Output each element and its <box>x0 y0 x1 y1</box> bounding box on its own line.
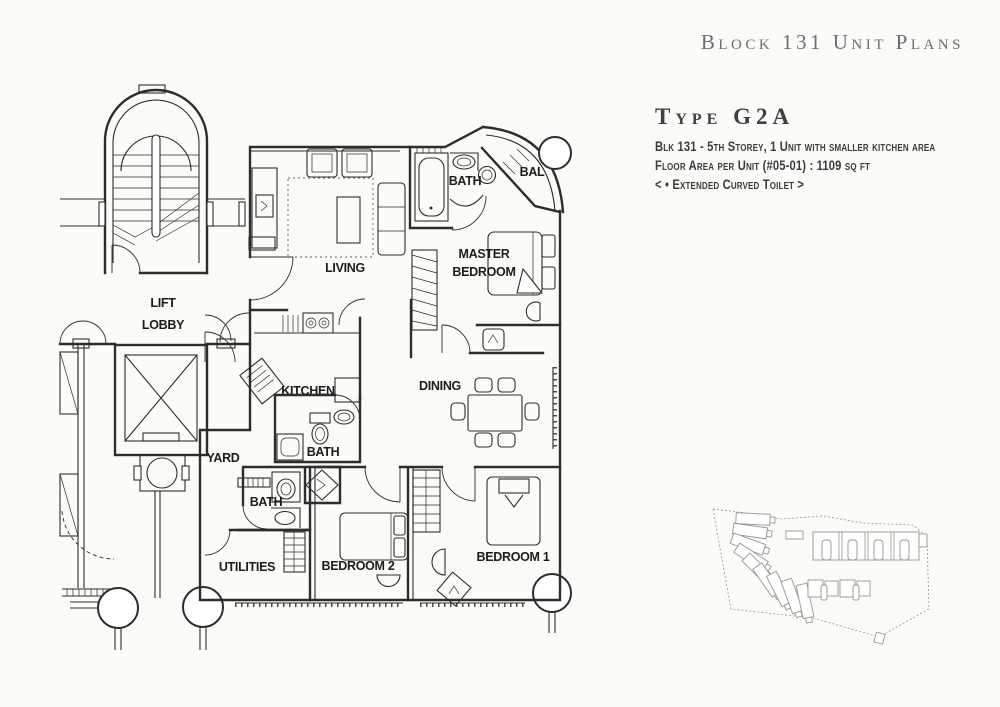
yard: YARD <box>206 451 271 488</box>
living-room: LIVING <box>251 148 406 275</box>
fan-blocks <box>729 512 815 624</box>
room-label-master-bath: BATH <box>449 174 482 188</box>
room-label-bath-common: BATH <box>307 445 340 459</box>
bedroom-2: BEDROOM 2 <box>313 465 444 602</box>
structural-columns <box>97 573 572 650</box>
room-label-bedroom2: BEDROOM 2 <box>321 559 394 573</box>
room-label-dining: DINING <box>419 379 461 393</box>
room-label-master-1: MASTER <box>459 247 510 261</box>
master-bath: BATH <box>408 145 497 231</box>
unit-floor-area: Floor Area per Unit (#05-01) : 1109 sq f… <box>655 157 871 173</box>
room-label-yard: YARD <box>206 451 239 465</box>
common-corridor <box>60 198 246 227</box>
entrance-door <box>249 256 294 301</box>
bedroom-1: BEDROOM 1 <box>412 465 562 607</box>
master-bedroom: MASTER BEDROOM <box>409 231 562 359</box>
unit-feature-note: < • Extended Curved Toilet > <box>655 176 805 192</box>
unit-walls <box>198 125 562 607</box>
lift-shaft <box>113 343 209 598</box>
site-key-plan <box>712 508 930 645</box>
room-label-bedroom1: BEDROOM 1 <box>476 550 549 564</box>
room-label-balcony: BAL <box>520 165 545 179</box>
neighbour-unit-fragment <box>59 344 115 609</box>
room-label-lobby: LOBBY <box>142 318 185 332</box>
room-label-utilities: UTILITIES <box>219 560 275 574</box>
floor-plan: LIFT LOBBY <box>58 84 572 650</box>
room-label-bath-service: BATH <box>250 495 283 509</box>
room-label-lift: LIFT <box>150 296 176 310</box>
bath-service: BATH <box>236 465 342 532</box>
bath-common: BATH <box>273 393 362 464</box>
unit-type-heading: Type G2A <box>655 104 795 129</box>
balcony: BAL <box>481 125 572 214</box>
utilities: UTILITIES <box>204 465 316 602</box>
terrace-blocks <box>785 530 928 561</box>
lift-lobby: LIFT LOBBY <box>58 296 252 363</box>
unit-description: Blk 131 - 5th Storey, 1 Unit with smalle… <box>655 138 936 154</box>
kitchen: KITCHEN <box>239 298 366 405</box>
room-label-master-2: BEDROOM <box>452 265 515 279</box>
page-title: Block 131 Unit Plans <box>700 30 964 54</box>
stairwell <box>103 84 209 275</box>
room-label-living: LIVING <box>325 261 365 275</box>
unit-info-block: Type G2A Blk 131 - 5th Storey, 1 Unit wi… <box>655 104 1000 194</box>
site-boundary <box>712 508 930 638</box>
dining: DINING <box>419 377 540 448</box>
lower-blocks <box>807 579 886 645</box>
